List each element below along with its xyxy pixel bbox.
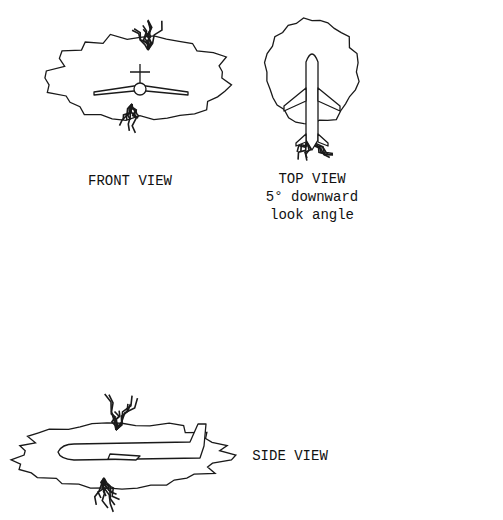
view-title: TOP VIEW: [262, 170, 362, 188]
scatter-spike: [95, 478, 120, 512]
view-title: SIDE VIEW: [240, 447, 340, 465]
view-note: 5° downward look angle: [262, 188, 362, 224]
aircraft-tail: [296, 134, 328, 146]
scatter-spike: [119, 104, 138, 133]
view-title: FRONT VIEW: [70, 172, 190, 190]
aircraft-wing: [108, 454, 140, 460]
aircraft-wing: [284, 88, 340, 111]
aircraft-fuselage: [58, 424, 206, 460]
aircraft-fuselage: [134, 83, 146, 95]
aircraft-fuselage: [306, 54, 318, 150]
scatter-spike: [105, 394, 138, 430]
aircraft-tail: [130, 64, 150, 83]
radar-return-outline: [45, 34, 232, 120]
scatter-spike: [132, 20, 162, 50]
radar-return-outline: [11, 423, 236, 489]
